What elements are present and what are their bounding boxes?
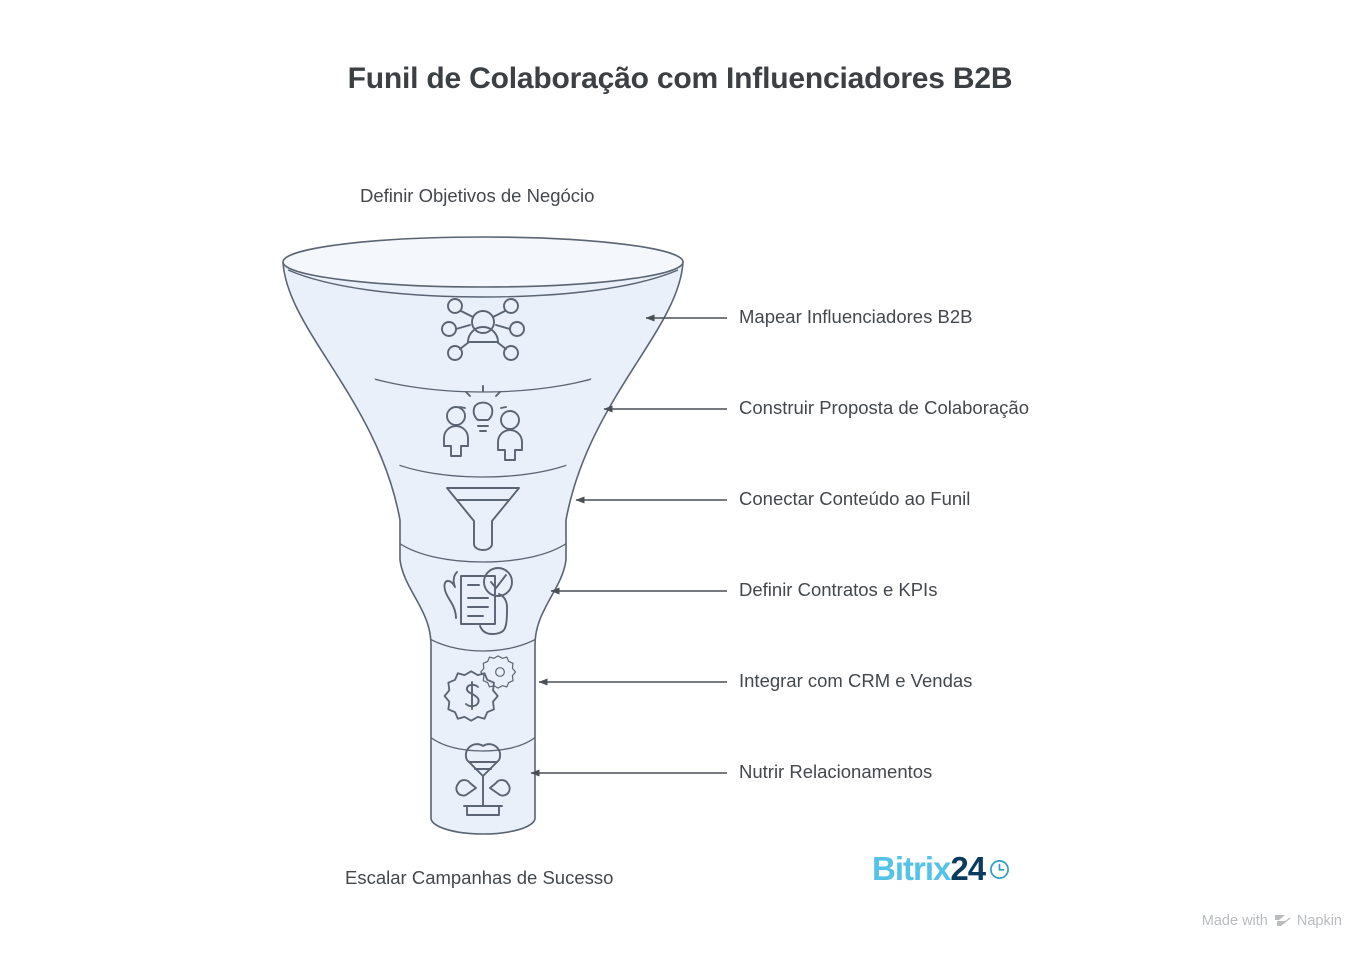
stage-label-6: Nutrir Relacionamentos	[739, 761, 933, 782]
stage-label-4: Definir Contratos e KPIs	[739, 579, 938, 600]
clock-icon	[989, 859, 1010, 880]
contract-check-icon	[443, 567, 513, 635]
napkin-watermark: Made with Napkin	[1202, 913, 1342, 929]
gears-money-icon	[443, 655, 517, 722]
stage-label-5: Integrar com CRM e Vendas	[739, 670, 973, 691]
funnel-band-dividers	[335, 363, 631, 752]
leader-arrows	[530, 314, 727, 777]
lightbulb-people-icon	[443, 385, 523, 461]
brand-name-dark: 24	[950, 850, 986, 887]
page-title: Funil de Colaboração com Influenciadores…	[347, 62, 1013, 95]
bitrix24-logo: Bitrix 24	[872, 850, 1010, 888]
brand-name-light: Bitrix	[872, 850, 951, 887]
heart-plant-icon	[455, 743, 511, 816]
napkin-chevrons-icon	[1274, 914, 1291, 929]
watermark-prefix: Made with	[1201, 913, 1268, 929]
network-people-icon	[441, 298, 525, 361]
stage-label-1: Mapear Influenciadores B2B	[739, 306, 973, 327]
stage-label-3: Conectar Conteúdo ao Funil	[739, 488, 971, 509]
stage-label-2: Construir Proposta de Colaboração	[739, 397, 1029, 418]
funnel-bottom-label: Escalar Campanhas de Sucesso	[345, 867, 614, 888]
funnel-icon	[446, 487, 520, 551]
watermark-name: Napkin	[1296, 913, 1342, 929]
funnel-body	[282, 236, 684, 835]
funnel-top-label: Definir Objetivos de Negócio	[360, 185, 595, 206]
